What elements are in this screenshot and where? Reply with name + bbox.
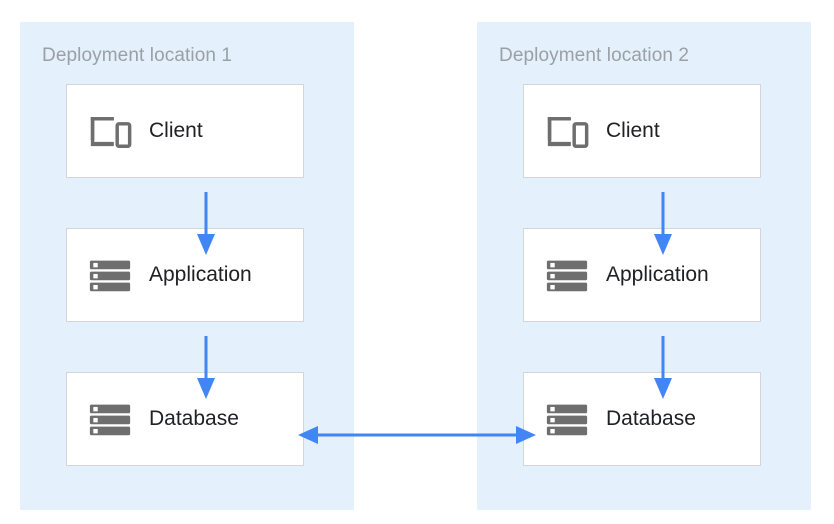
server-icon: [544, 252, 590, 298]
node-label-application-1: Application: [149, 263, 252, 286]
node-label-client-2: Client: [606, 119, 660, 142]
node-label-database-2: Database: [606, 407, 696, 430]
node-database-1[interactable]: Database: [66, 372, 304, 466]
server-icon: [87, 396, 133, 442]
devices-icon: [87, 108, 133, 154]
node-client-1[interactable]: Client: [66, 84, 304, 178]
node-application-1[interactable]: Application: [66, 228, 304, 322]
server-icon: [87, 252, 133, 298]
node-application-2[interactable]: Application: [523, 228, 761, 322]
zone-title-1: Deployment location 1: [42, 45, 233, 66]
node-label-database-1: Database: [149, 407, 239, 430]
node-database-2[interactable]: Database: [523, 372, 761, 466]
connector-database-replication-link: [296, 418, 538, 452]
node-client-2[interactable]: Client: [523, 84, 761, 178]
zone-deployment-location-1: Deployment location 1 Client: [20, 22, 354, 510]
zone-deployment-location-2: Deployment location 2 Client: [477, 22, 811, 510]
devices-icon: [544, 108, 590, 154]
zone-title-2: Deployment location 2: [499, 45, 690, 66]
server-icon: [544, 396, 590, 442]
node-label-client-1: Client: [149, 119, 203, 142]
node-label-application-2: Application: [606, 263, 709, 286]
